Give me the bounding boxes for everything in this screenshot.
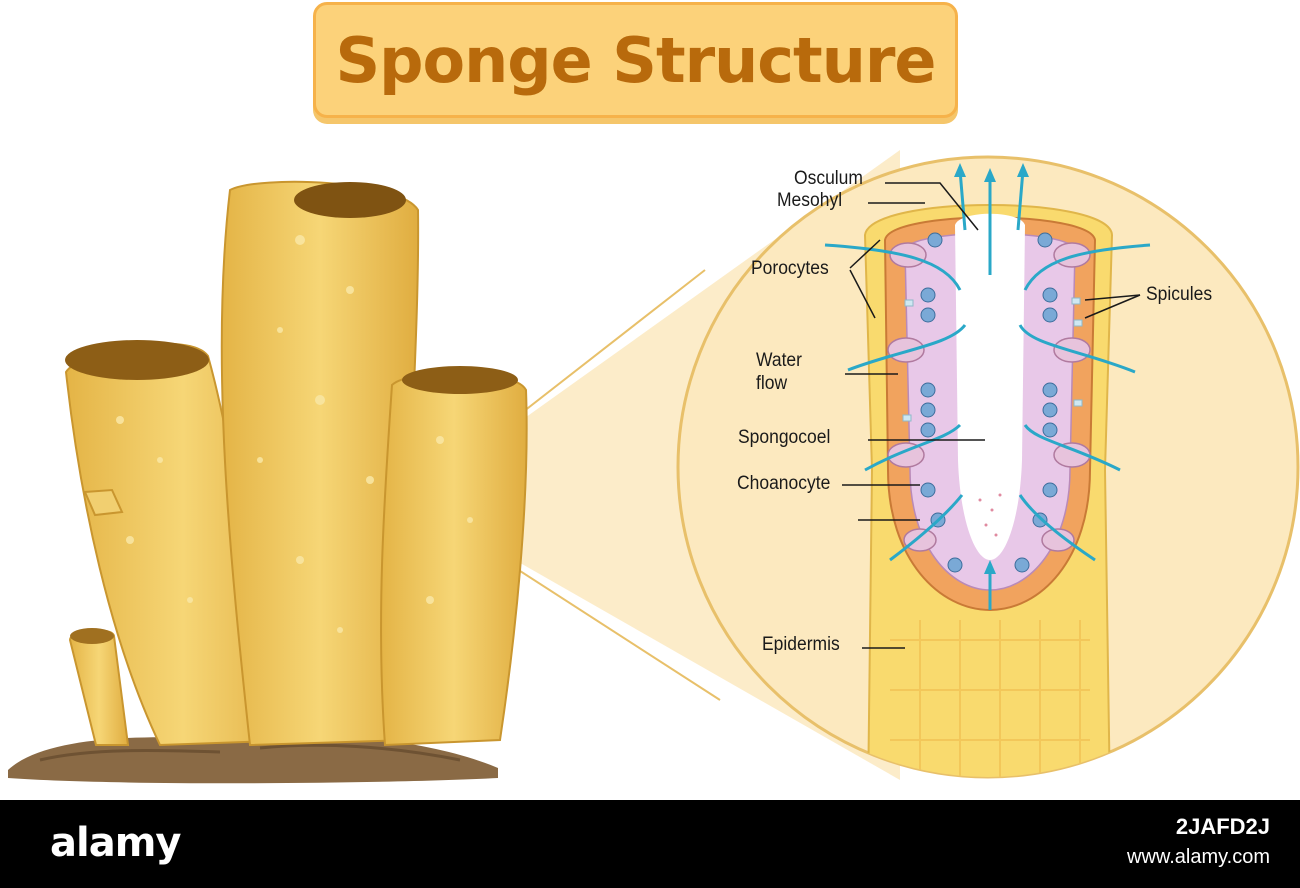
sponge-diagram-svg [8, 150, 1300, 784]
label-water-flow-line1: Water [756, 350, 802, 371]
footer-image-id: 2JAFD2J [1175, 814, 1270, 839]
spongocoel-cavity [955, 213, 1025, 560]
footer-site: www.alamy.com [1127, 846, 1270, 868]
choanocytes [920, 232, 1058, 573]
diagram-title: Sponge Structure [335, 23, 937, 97]
spongocoel-particles [978, 493, 1002, 537]
label-spongocoel: Spongocoel [738, 427, 831, 448]
title-banner: Sponge Structure [313, 2, 958, 118]
left-tube-osculum [65, 340, 209, 380]
label-epidermis: Epidermis [762, 634, 840, 655]
diagram-canvas: Sponge Structure Osculum Mesohyl Porocyt… [8, 2, 1300, 784]
leader-lines [842, 182, 1141, 649]
tall-tube-osculum [294, 182, 406, 218]
small-sponge [68, 629, 130, 746]
body-pores [116, 235, 473, 633]
label-mesohyl: Mesohyl [777, 190, 843, 211]
footer-logo: alamy [50, 820, 181, 866]
spicules [902, 297, 1083, 422]
label-porocytes: Porocytes [751, 258, 829, 279]
cross-section [824, 163, 1151, 777]
right-tube [380, 371, 528, 747]
small-sponge-osculum [70, 628, 114, 644]
label-water-flow-line2: flow [756, 373, 788, 394]
label-spicules: Spicules [1146, 284, 1213, 305]
footer-info: 2JAFD2J www.alamy.com [1127, 814, 1270, 869]
footer-bar: alamy 2JAFD2J www.alamy.com [0, 800, 1300, 888]
side-bud [83, 488, 124, 517]
water-flow-arrows [824, 169, 1151, 610]
epidermis-texture [890, 620, 1090, 777]
right-tube-osculum [402, 366, 518, 394]
label-choanocyte: Choanocyte [737, 473, 831, 494]
water-flow-arrowheads [954, 163, 1029, 574]
label-osculum: Osculum [794, 168, 863, 189]
ground-texture [39, 743, 461, 762]
